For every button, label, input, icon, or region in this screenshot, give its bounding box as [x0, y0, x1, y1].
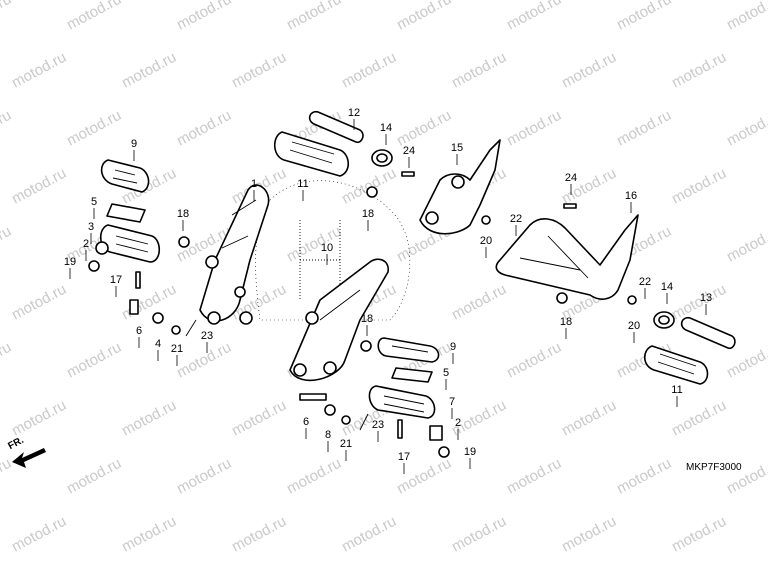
bracket-rear-right: [495, 203, 639, 305]
footpeg-washer-left: [106, 203, 146, 223]
callout-15: 15: [451, 142, 463, 154]
callout-10: 10: [321, 242, 333, 254]
diagram-code: MKP7F3000: [686, 462, 742, 473]
callout-5: 5: [443, 367, 449, 379]
callout-14: 14: [380, 122, 392, 134]
small-parts-left: [129, 299, 197, 337]
footpeg-left-upper: [99, 224, 161, 263]
callout-22: 22: [510, 213, 522, 225]
pin-left: [88, 241, 141, 289]
footpeg-rubber-rear-right: [643, 345, 709, 385]
callout-11: 11: [671, 384, 682, 396]
peg-pin-rear-left: [308, 110, 364, 144]
bracket-left-front: [178, 184, 270, 325]
callout-2: 2: [455, 417, 461, 429]
footpeg-right: [368, 385, 436, 419]
callout-7: 7: [449, 396, 455, 408]
callout-16: 16: [625, 190, 637, 202]
bracket-right-front: [289, 258, 389, 382]
callout-18: 18: [362, 208, 374, 220]
callout-21: 21: [171, 343, 183, 355]
bracket-rear-left: [366, 139, 501, 235]
callout-5: 5: [91, 196, 97, 208]
footpeg-rubber-rear-left: [273, 131, 350, 177]
callout-19: 19: [64, 256, 76, 268]
footpeg-rubber-right: [377, 337, 440, 363]
footpeg-rubber-left-upper: [100, 159, 150, 193]
callout-6: 6: [303, 416, 309, 428]
callout-24: 24: [565, 172, 577, 184]
peg-pin-rear-right: [680, 316, 736, 350]
callout-4: 4: [155, 338, 161, 350]
callout-23: 23: [201, 330, 213, 342]
small-parts-right: [299, 393, 450, 458]
callout-20: 20: [628, 320, 640, 332]
callout-24: 24: [403, 145, 415, 157]
callout-8: 8: [325, 429, 331, 441]
callout-17: 17: [398, 451, 410, 463]
callout-6: 6: [136, 325, 142, 337]
footpeg-washer-right: [391, 367, 433, 383]
callout-18: 18: [361, 313, 373, 325]
callout-17: 17: [110, 274, 122, 286]
callout-13: 13: [700, 292, 712, 304]
callout-19: 19: [464, 446, 476, 458]
callout-9: 9: [131, 138, 137, 150]
callout-22: 22: [639, 276, 651, 288]
callout-12: 12: [348, 107, 360, 119]
callout-20: 20: [480, 235, 492, 247]
front-direction-arrow-icon: [12, 448, 46, 468]
washer-rear-right: [653, 311, 675, 329]
callout-2: 2: [83, 238, 89, 250]
callout-18: 18: [560, 316, 572, 328]
callout-11: 11: [297, 178, 308, 190]
callout-23: 23: [372, 419, 384, 431]
callout-18: 18: [177, 208, 189, 220]
callout-9: 9: [450, 341, 456, 353]
callout-3: 3: [88, 221, 94, 233]
callout-1: 1: [251, 178, 257, 190]
callout-21: 21: [340, 438, 352, 450]
callout-14: 14: [661, 281, 673, 293]
washer-rear-left: [371, 149, 393, 167]
